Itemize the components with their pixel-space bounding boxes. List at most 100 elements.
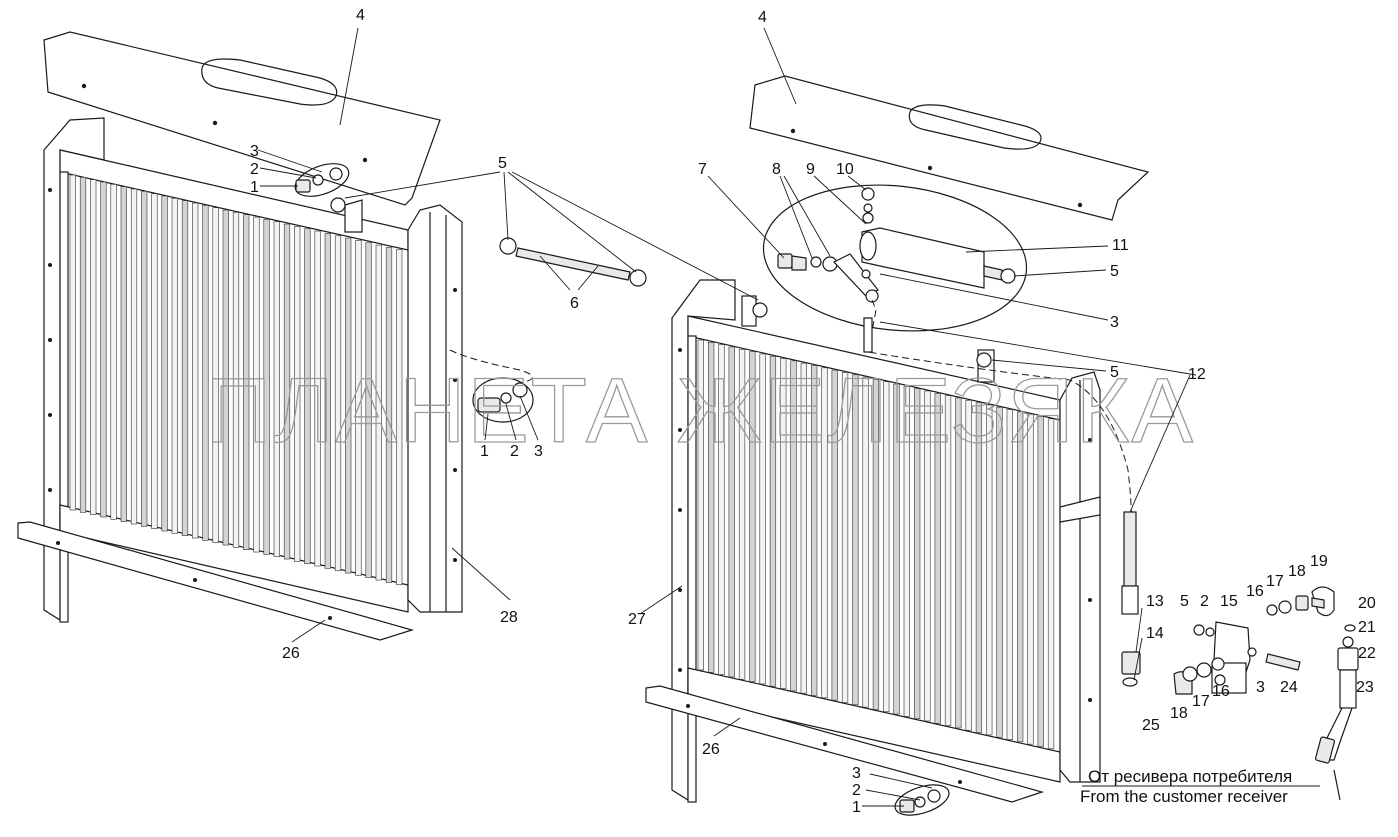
callout-11: 11 <box>1112 237 1129 254</box>
callout-2-right-bottom: 2 <box>852 782 861 799</box>
radiator-fin <box>986 404 993 736</box>
radiator-fin <box>120 186 127 522</box>
radiator-fin <box>810 365 818 696</box>
radiator-fin <box>821 367 828 699</box>
radiator-fin <box>141 191 148 527</box>
callout-10: 10 <box>836 161 854 178</box>
radiator-fin <box>79 177 87 513</box>
radiator-fin <box>355 240 362 576</box>
radiator-fin <box>780 358 787 689</box>
radiator-fin <box>396 249 403 586</box>
radiator-fin <box>1027 413 1034 745</box>
left-radiator-core <box>43 117 463 623</box>
radiator-fin <box>1037 416 1044 747</box>
radiator-fin <box>151 193 158 529</box>
radiator-fin <box>903 386 910 717</box>
callout-5-right: 5 <box>1110 364 1119 381</box>
callout-18-bottom: 18 <box>1170 705 1188 722</box>
callout-15: 15 <box>1220 593 1238 610</box>
radiator-fin <box>955 397 962 729</box>
radiator-fin <box>294 226 301 562</box>
callout-17-bottom: 17 <box>1192 693 1210 710</box>
radiator-fin <box>728 346 735 678</box>
leader-lines <box>257 27 1197 807</box>
callout-5-cylinder: 5 <box>1110 263 1119 280</box>
callout-28: 28 <box>500 609 518 626</box>
radiator-fin <box>283 223 291 560</box>
callout-12: 12 <box>1188 366 1206 383</box>
callout-1-left-side: 1 <box>480 443 489 460</box>
radiator-fin <box>243 214 250 551</box>
radiator-fin <box>212 207 219 544</box>
radiator-fin <box>202 205 209 541</box>
radiator-fin <box>253 216 260 553</box>
right-radiator-assembly <box>645 75 1359 816</box>
radiator-fin <box>314 230 321 567</box>
callout-2-left-top: 2 <box>250 161 259 178</box>
radiator-fin <box>934 393 941 724</box>
caption-russian: От ресивера потребителя <box>1088 767 1292 786</box>
right-radiator-core <box>671 279 1101 803</box>
callout-3-valve: 3 <box>1256 679 1265 696</box>
callout-8: 8 <box>772 161 781 178</box>
callout-23: 23 <box>1356 679 1374 696</box>
radiator-fin <box>304 228 311 565</box>
radiator-fin <box>181 200 189 536</box>
callout-5-left: 5 <box>498 155 507 172</box>
radiator-fin <box>913 388 921 719</box>
left-fastener-set-top <box>294 163 350 213</box>
radiator-fin <box>273 221 280 558</box>
radiator-fin <box>1016 411 1024 743</box>
callout-3-right-bottom: 3 <box>852 765 861 782</box>
radiator-fin <box>790 360 797 692</box>
callout-16-bottom: 16 <box>1212 683 1230 700</box>
callout-1-left-top: 1 <box>250 179 259 196</box>
right-top-cover <box>749 75 1150 221</box>
radiator-fin <box>872 379 880 710</box>
callout-7: 7 <box>698 161 707 178</box>
hose <box>1121 511 1139 615</box>
valve-fittings <box>1121 586 1359 801</box>
left-tie-rod <box>499 237 647 287</box>
radiator-fin <box>385 247 393 583</box>
callout-6: 6 <box>570 295 579 312</box>
radiator-fin <box>965 399 972 731</box>
callout-2-left-side: 2 <box>510 443 519 460</box>
radiator-fin <box>924 390 931 722</box>
radiator-fin <box>345 237 352 574</box>
right-bottom-angle <box>645 685 1045 803</box>
radiator-fin <box>263 219 270 555</box>
radiator-fin <box>697 339 704 671</box>
radiator-fin <box>1006 409 1013 740</box>
radiator-fin <box>365 242 372 579</box>
radiator-fin <box>192 202 199 539</box>
radiator-fin <box>769 355 777 687</box>
radiator-fin <box>110 184 117 520</box>
callout-9: 9 <box>806 161 815 178</box>
radiator-fin <box>944 395 952 726</box>
callout-4-right: 4 <box>758 9 767 26</box>
radiator-fin <box>324 233 331 569</box>
radiator-fin <box>893 383 900 715</box>
radiator-fin <box>841 372 849 703</box>
radiator-fin <box>130 188 138 525</box>
callout-14: 14 <box>1146 625 1164 642</box>
caption: От ресивера потребителя From the custome… <box>1080 767 1320 806</box>
left-bottom-angle <box>17 521 415 641</box>
callout-22: 22 <box>1358 645 1376 662</box>
callout-27: 27 <box>628 611 646 628</box>
radiator-fin <box>707 342 715 673</box>
callout-26-right: 26 <box>702 741 720 758</box>
caption-english: From the customer receiver <box>1080 787 1288 806</box>
radiator-fin <box>800 362 807 694</box>
callout-13: 13 <box>1146 593 1164 610</box>
callout-25: 25 <box>1142 717 1160 734</box>
callout-16-top: 16 <box>1246 583 1264 600</box>
radiator-fin <box>100 181 107 518</box>
callout-2-valve: 2 <box>1200 593 1209 610</box>
air-cylinder-group <box>762 184 1133 561</box>
radiator-fin <box>862 376 869 708</box>
callout-24: 24 <box>1280 679 1298 696</box>
radiator-fin <box>831 369 838 701</box>
